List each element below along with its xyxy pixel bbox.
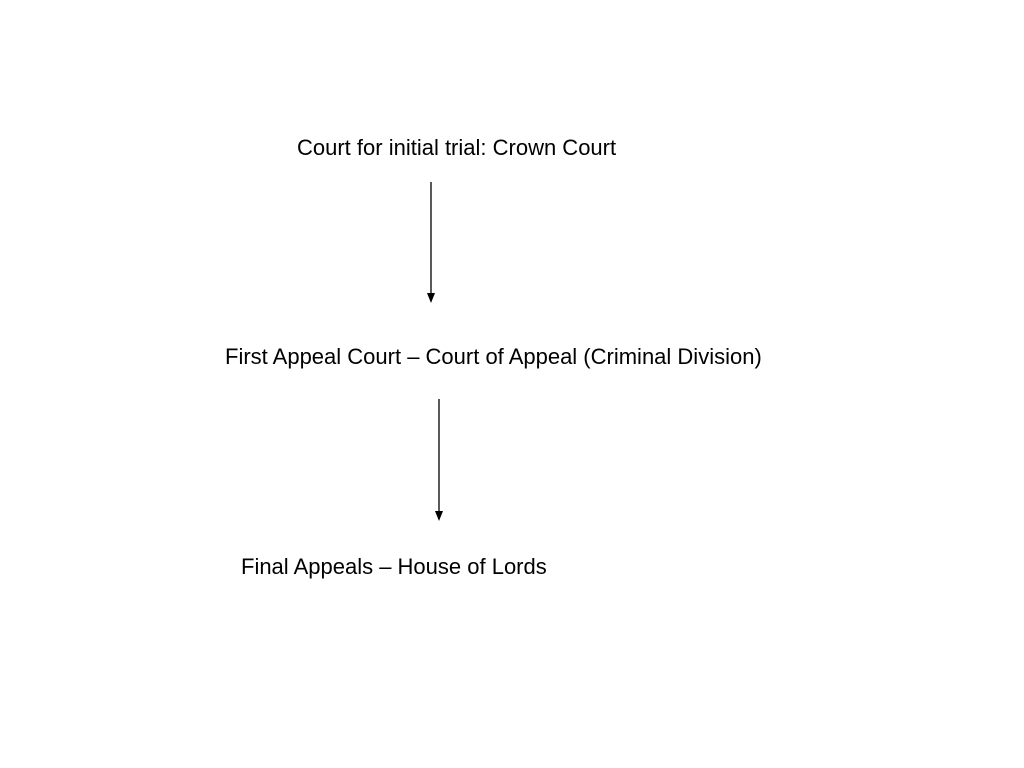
edge-trial-to-first-appeal — [427, 182, 435, 303]
node-final-appeals: Final Appeals – House of Lords — [241, 554, 547, 579]
node-first-appeal-court: First Appeal Court – Court of Appeal (Cr… — [225, 344, 762, 369]
edge-first-appeal-to-final — [435, 399, 443, 521]
node-initial-trial-court: Court for initial trial: Crown Court — [297, 135, 617, 160]
arrowhead-down-icon — [435, 511, 443, 521]
arrowhead-down-icon — [427, 293, 435, 303]
